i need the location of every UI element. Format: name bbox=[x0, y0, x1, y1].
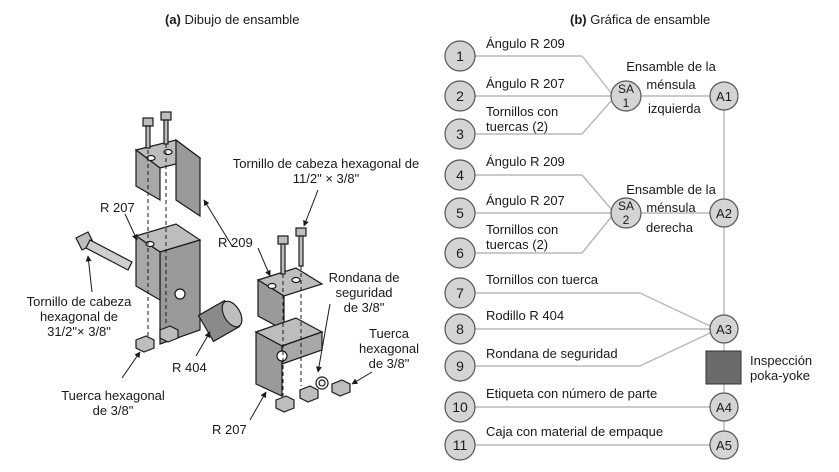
item-number-10: 10 bbox=[452, 399, 468, 415]
item-text-1: Ángulo R 209 bbox=[486, 36, 565, 51]
label-bolt-top-line2: 11/2" × 3/8" bbox=[292, 171, 360, 186]
panel-a-tag: (a) bbox=[165, 12, 181, 27]
sa1-label: Ensamble de la ménsula bbox=[616, 58, 726, 94]
item-number-5: 5 bbox=[456, 205, 464, 221]
sa2-line1: SA bbox=[617, 199, 634, 213]
assembly-a5: A5 bbox=[716, 438, 732, 453]
bolt-left-long bbox=[75, 231, 133, 271]
item-text-10: Etiqueta con número de parte bbox=[486, 386, 658, 401]
sa1-node: SA 1 bbox=[612, 82, 640, 110]
label-tuerca-right: Tuerca hexagonal de 3/8" bbox=[354, 326, 424, 371]
sa2-label-line2: ménsula bbox=[646, 200, 696, 215]
label-r209: R 209 bbox=[218, 235, 253, 250]
assembly-a2: A2 bbox=[716, 206, 732, 221]
item-number-4: 4 bbox=[456, 167, 464, 183]
label-bolt-left-line1: Tornillo de cabeza bbox=[26, 294, 132, 309]
sa1-label-line2: ménsula bbox=[646, 77, 696, 92]
sa2-label-line3: derecha bbox=[646, 220, 693, 235]
bracket-r209-right bbox=[256, 267, 324, 332]
label-tuerca-right-line3: de 3/8" bbox=[368, 356, 410, 371]
item-text-2: Ángulo R 207 bbox=[486, 76, 565, 91]
label-bolt-top-line1: Tornillo de cabeza hexagonal de bbox=[232, 156, 420, 171]
item-number-9: 9 bbox=[456, 358, 464, 374]
label-bolt-left-line3: 31/2"× 3/8" bbox=[47, 324, 111, 339]
bolts-top-left bbox=[142, 111, 172, 149]
label-bolt-top: Tornillo de cabeza hexagonal de 11/2" × … bbox=[220, 156, 432, 186]
panel-b-title-text: Gráfica de ensamble bbox=[590, 12, 711, 27]
label-tuerca-left: Tuerca hexagonal de 3/8" bbox=[48, 388, 178, 418]
label-rondana-line2: seguridad bbox=[335, 285, 393, 300]
item-text-11: Caja con material de empaque bbox=[486, 424, 664, 439]
bracket-r207-left bbox=[134, 223, 202, 345]
item-number-1: 1 bbox=[456, 48, 464, 64]
label-rondana-line3: de 3/8" bbox=[343, 300, 385, 315]
inspection-label-line2: poka-yoke bbox=[750, 368, 810, 383]
label-tuerca-left-line2: de 3/8" bbox=[92, 403, 134, 418]
label-r404: R 404 bbox=[172, 360, 207, 375]
label-r207-bottom: R 207 bbox=[212, 422, 247, 437]
inspection-label: Inspección poka-yoke bbox=[750, 353, 812, 383]
sa1-line2: 1 bbox=[622, 96, 630, 110]
item-text-6-line2: tuercas (2) bbox=[486, 237, 549, 252]
sa2-line2: 2 bbox=[622, 213, 630, 227]
item-text-8: Rodillo R 404 bbox=[486, 308, 565, 323]
item-text-7: Tornillos con tuerca bbox=[486, 272, 598, 287]
panel-a-title-text: Dibujo de ensamble bbox=[184, 12, 300, 27]
item-text-6-line1: Tornillos con bbox=[486, 222, 559, 237]
item-number-11: 11 bbox=[452, 437, 468, 453]
inspection-label-line1: Inspección bbox=[750, 353, 813, 368]
panel-b-tag: (b) bbox=[570, 12, 587, 27]
item-number-7: 7 bbox=[456, 285, 464, 301]
roller-r404 bbox=[197, 299, 243, 343]
sa1-line1: SA bbox=[617, 82, 634, 96]
item-text-9: Rondana de seguridad bbox=[486, 346, 618, 361]
nuts-left bbox=[135, 325, 179, 353]
item-number-3: 3 bbox=[456, 126, 464, 142]
label-r207-top: R 207 bbox=[100, 200, 135, 215]
label-bolt-left: Tornillo de cabeza hexagonal de 31/2"× 3… bbox=[14, 294, 144, 339]
bracket-r207-right bbox=[254, 317, 324, 397]
label-tuerca-right-line2: hexagonal bbox=[359, 341, 419, 356]
inspection-box bbox=[705, 350, 742, 385]
sa2-label: Ensamble de la ménsula bbox=[616, 181, 726, 217]
panel-b-title: (b) Gráfica de ensamble bbox=[570, 12, 710, 27]
item-text-3: Tornillos con tuercas (2) bbox=[486, 104, 558, 134]
item-number-6: 6 bbox=[456, 245, 464, 261]
bolts-right bbox=[277, 227, 307, 275]
flow-lines bbox=[474, 55, 725, 446]
nuts-right bbox=[275, 376, 351, 413]
assembly-a4: A4 bbox=[716, 400, 732, 415]
label-rondana-line1: Rondana de bbox=[328, 270, 400, 285]
sa2-node: SA 2 bbox=[612, 199, 640, 227]
label-rondana: Rondana de seguridad de 3/8" bbox=[324, 270, 404, 315]
item-number-2: 2 bbox=[456, 88, 464, 104]
label-tuerca-right-line1: Tuerca bbox=[369, 326, 409, 341]
label-tuerca-left-line1: Tuerca hexagonal bbox=[61, 388, 165, 403]
sa1-label-line1: Ensamble de la bbox=[626, 59, 716, 74]
assembly-a1: A1 bbox=[716, 89, 732, 104]
item-text-3-line1: Tornillos con bbox=[486, 104, 559, 119]
item-text-5: Ángulo R 207 bbox=[486, 193, 565, 208]
sa2-label-line1: Ensamble de la bbox=[626, 182, 716, 197]
item-number-8: 8 bbox=[456, 321, 464, 337]
item-text-3-line2: tuercas (2) bbox=[486, 119, 549, 134]
bracket-r209-left bbox=[134, 138, 202, 218]
label-bolt-left-line2: hexagonal de bbox=[39, 309, 119, 324]
sa1-label-line3: izquierda bbox=[648, 101, 701, 116]
item-text-6: Tornillos con tuercas (2) bbox=[486, 222, 558, 252]
item-circles bbox=[444, 40, 739, 461]
panel-a-title: (a) Dibujo de ensamble bbox=[165, 12, 299, 27]
item-text-4: Ángulo R 209 bbox=[486, 154, 565, 169]
assembly-a3: A3 bbox=[716, 322, 732, 337]
